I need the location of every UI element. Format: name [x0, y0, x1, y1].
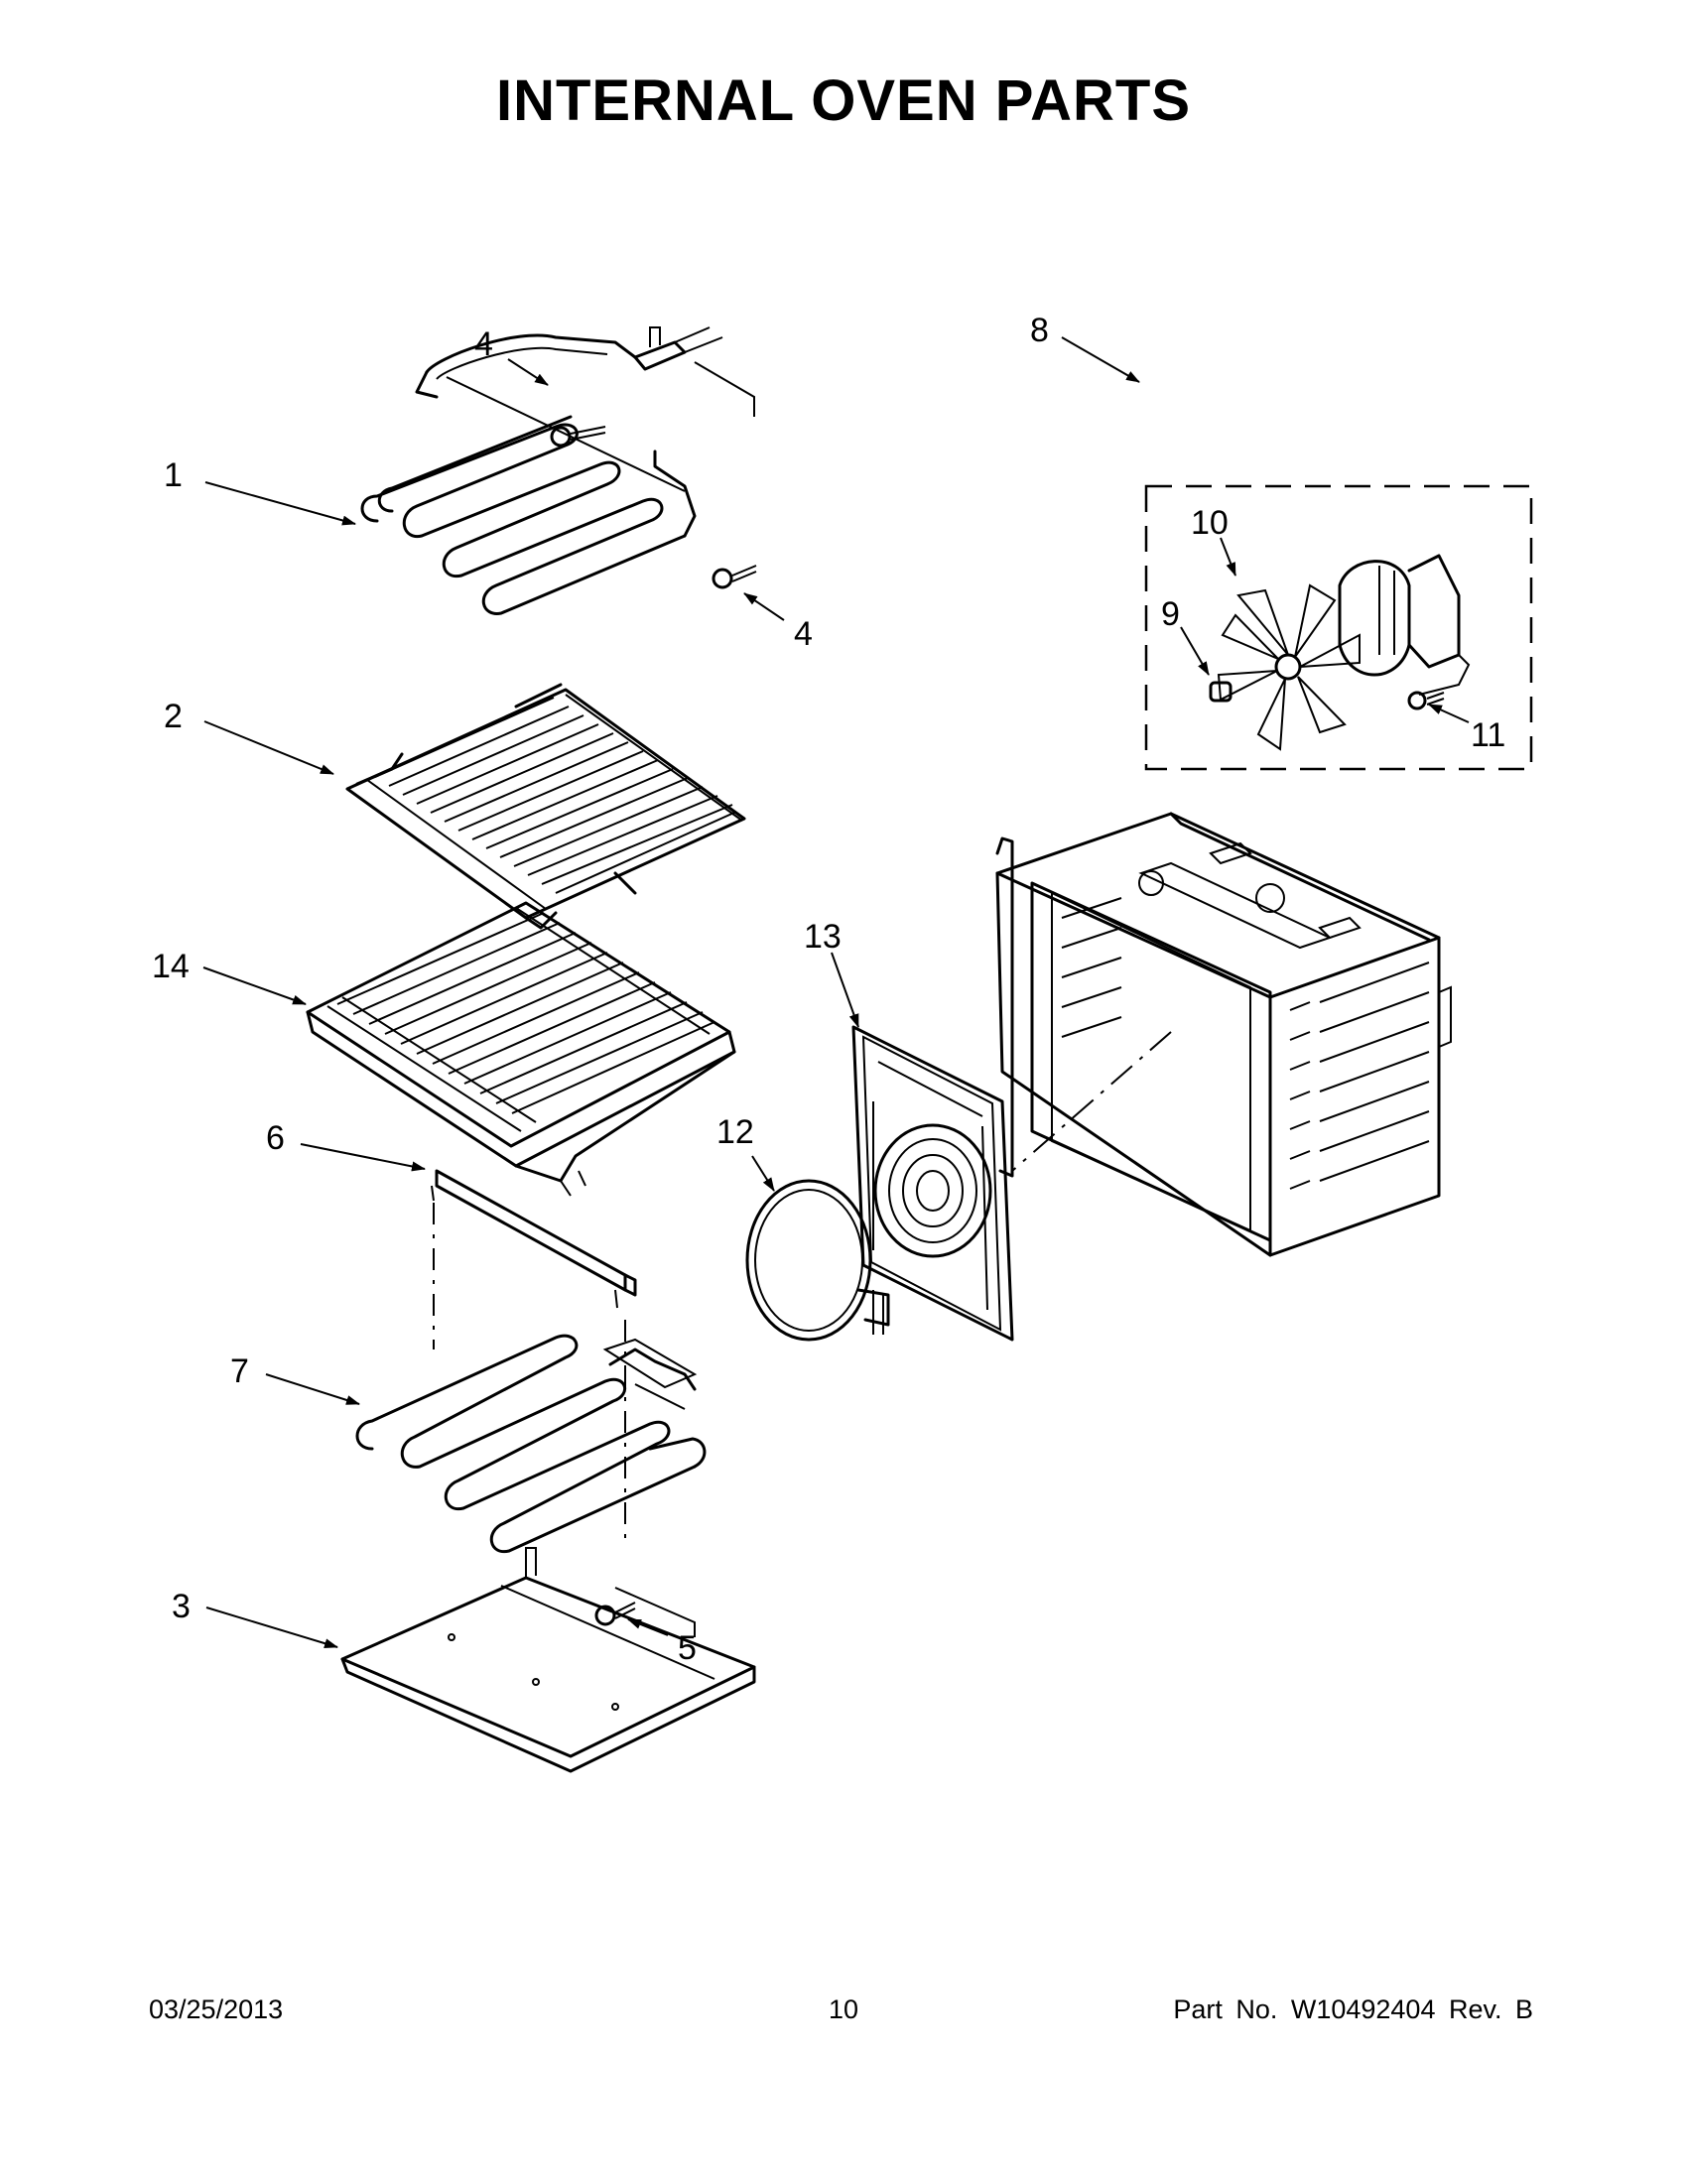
bake-element: [355, 1320, 707, 1554]
callout-12: 12: [716, 1113, 754, 1151]
screw-5: [594, 1602, 636, 1626]
callout-10: 10: [1191, 504, 1229, 542]
callout-4a: 4: [474, 325, 493, 363]
screw-4a: [550, 426, 606, 448]
callout-4b: 4: [794, 615, 813, 653]
screw-4b: [712, 565, 757, 589]
element-cover-panel: [340, 1547, 756, 1773]
callout-6: 6: [266, 1119, 285, 1157]
fan-nut: [1209, 681, 1233, 703]
convection-element: [745, 1179, 890, 1342]
footer-page-number: 10: [828, 1994, 859, 2024]
oven-rack: [345, 683, 746, 930]
page-title: INTERNAL OVEN PARTS: [495, 68, 1192, 133]
extension-rack: [306, 901, 736, 1197]
callout-11: 11: [1471, 716, 1505, 754]
callout-8: 8: [1030, 312, 1049, 349]
callout-5: 5: [678, 1629, 697, 1667]
callout-3: 3: [172, 1588, 191, 1625]
convection-fan-cover: [851, 1025, 1014, 1342]
element-bracket-bar: [431, 1169, 637, 1349]
footer-part-number: Part No. W10492404 Rev. B: [1173, 1994, 1533, 2024]
fan-blade: [1217, 583, 1361, 751]
callout-13: 13: [804, 918, 842, 956]
convection-fan-assembly: [1144, 484, 1533, 771]
footer-date: 03/25/2013: [149, 1994, 284, 2024]
callout-7: 7: [230, 1352, 249, 1390]
oven-cavity: [995, 812, 1452, 1257]
screw-11: [1407, 691, 1445, 710]
callout-9: 9: [1161, 595, 1180, 633]
leader-lines: [202, 336, 1470, 1649]
broil-element: [360, 326, 755, 615]
callout-2: 2: [164, 698, 183, 735]
callout-14: 14: [152, 948, 190, 985]
fan-motor: [1338, 554, 1471, 696]
callout-1: 1: [164, 456, 183, 494]
